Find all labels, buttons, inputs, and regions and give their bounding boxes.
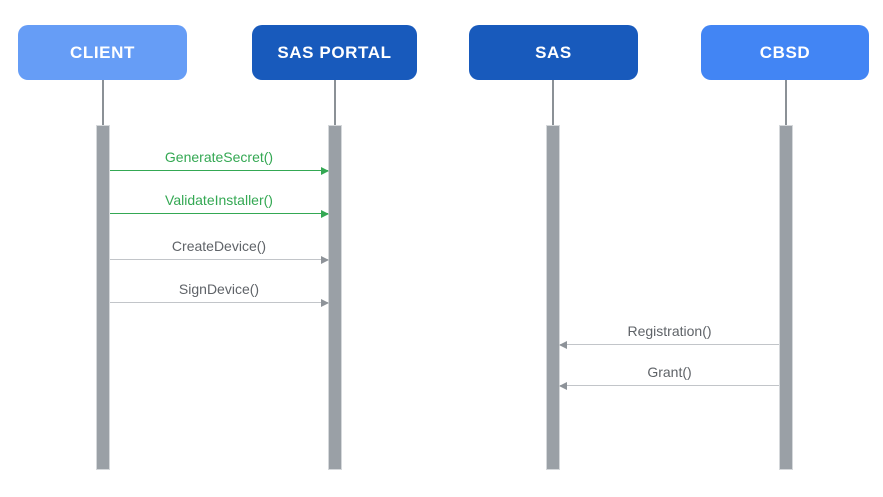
message-label: CreateDevice() — [171, 238, 267, 254]
message-label: Grant() — [647, 364, 692, 380]
activation-bar-client — [96, 125, 110, 470]
message-label: GenerateSecret() — [164, 149, 274, 165]
actor-box-sas-portal: SAS PORTAL — [252, 25, 417, 80]
message-registration: Registration() — [559, 322, 779, 349]
lifeline-client — [102, 80, 104, 125]
message-sign-device: SignDevice() — [110, 280, 329, 307]
actor-box-client: CLIENT — [18, 25, 187, 80]
message-label: Registration() — [627, 323, 712, 339]
activation-bar-cbsd — [779, 125, 793, 470]
actor-box-sas: SAS — [469, 25, 638, 80]
activation-bar-sas-portal — [328, 125, 342, 470]
message-label: ValidateInstaller() — [165, 192, 273, 208]
activation-bar-sas — [546, 125, 560, 470]
message-arrow-line — [110, 256, 329, 264]
message-arrow-line — [110, 299, 329, 307]
message-arrow-line — [110, 167, 329, 175]
message-create-device: CreateDevice() — [110, 237, 329, 264]
message-generate-secret: GenerateSecret() — [110, 148, 329, 175]
message-validate-installer: ValidateInstaller() — [110, 191, 329, 218]
lifeline-sas-portal — [334, 80, 336, 125]
arrowhead-right-icon — [321, 210, 329, 218]
actor-box-cbsd: CBSD — [701, 25, 869, 80]
actor-label-client: CLIENT — [70, 42, 135, 62]
arrowhead-left-icon — [559, 382, 567, 390]
arrowhead-right-icon — [321, 256, 329, 264]
arrowhead-right-icon — [321, 167, 329, 175]
arrowhead-right-icon — [321, 299, 329, 307]
actor-label-cbsd: CBSD — [759, 42, 811, 62]
message-arrow-line — [110, 210, 329, 218]
actor-label-sas-portal: SAS PORTAL — [277, 42, 392, 62]
lifeline-cbsd — [785, 80, 787, 125]
arrowhead-left-icon — [559, 341, 567, 349]
message-label: SignDevice() — [178, 281, 260, 297]
message-grant: Grant() — [559, 363, 779, 390]
lifeline-sas — [552, 80, 554, 125]
message-arrow-line — [559, 341, 779, 349]
message-arrow-line — [559, 382, 779, 390]
actor-label-sas: SAS — [535, 42, 572, 62]
